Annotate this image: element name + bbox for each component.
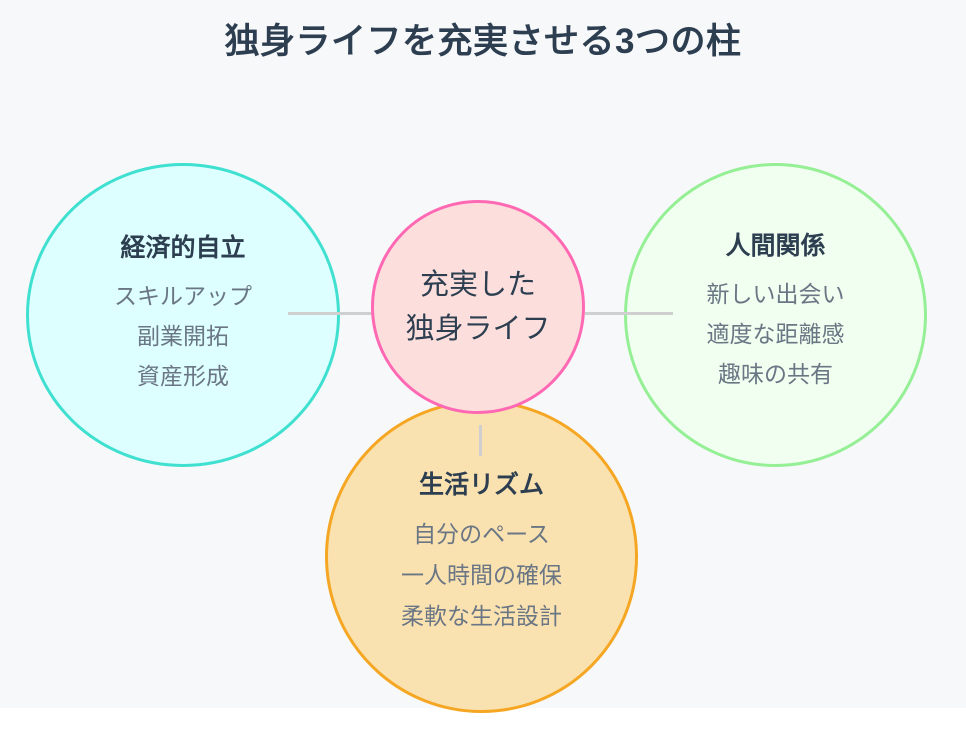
center-hub-line-1: 充実した (419, 269, 536, 301)
pillar-item: スキルアップ (114, 283, 252, 309)
pillar-title: 生活リズム (418, 471, 544, 499)
page-title: 独身ライフを充実させる3つの柱 (224, 22, 742, 61)
connector-left (288, 312, 372, 315)
center-hub-line-2: 独身ライフ (405, 313, 551, 345)
center-hub[interactable]: 充実した 独身ライフ (371, 200, 585, 414)
connector-bottom (479, 425, 482, 456)
pillar-item: 趣味の共有 (718, 361, 833, 387)
pillar-item: 自分のペース (413, 521, 550, 547)
pillar-title: 経済的自立 (120, 234, 246, 262)
pillar-item: 適度な距離感 (706, 321, 845, 347)
pillar-item: 資産形成 (137, 363, 229, 389)
pillar-item: 副業開拓 (137, 323, 229, 349)
pillar-item: 柔軟な生活設計 (401, 603, 562, 629)
pillar-economic-independence[interactable]: 経済的自立 スキルアップ 副業開拓 資産形成 (26, 163, 340, 467)
pillar-relationships[interactable]: 人間関係 新しい出会い 適度な距離感 趣味の共有 (624, 163, 927, 467)
pillar-item: 一人時間の確保 (401, 562, 562, 588)
pillar-item: 新しい出会い (706, 281, 845, 307)
connector-right (585, 312, 673, 315)
pillar-title: 人間関係 (725, 232, 826, 260)
